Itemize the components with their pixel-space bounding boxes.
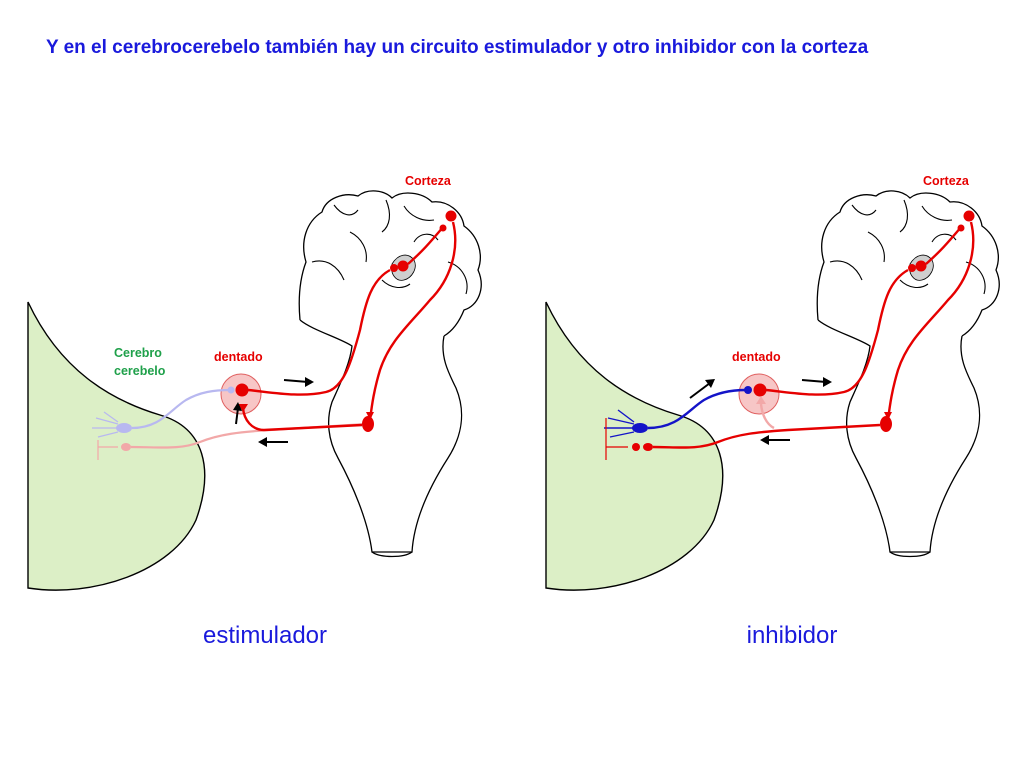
purkinje-neuron-faded [92, 386, 235, 438]
page-title: Y en el cerebrocerebelo también hay un c… [46, 37, 869, 58]
label-dentado: dentado [214, 350, 263, 364]
direction-arrows [233, 377, 314, 447]
caption-inhibidor: inhibidor [746, 622, 838, 649]
caption-estimulador: estimulador [202, 622, 328, 649]
cortical-input-pathway [238, 210, 457, 432]
label-cerebro: Cerebro [114, 346, 162, 360]
dentate-output-pathway [753, 224, 965, 397]
label-dentado: dentado [732, 350, 781, 364]
dentate-output-pathway [235, 224, 447, 397]
mossy-fiber [605, 418, 881, 460]
mossy-fiber-faded [97, 422, 367, 460]
label-corteza: Corteza [923, 174, 970, 188]
cortical-input-pathway [756, 210, 975, 432]
label-corteza: Corteza [405, 174, 452, 188]
direction-arrows [689, 377, 832, 445]
panel-estimulador: Corteza dentado Cerebro cerebelo [27, 174, 482, 591]
purkinje-neuron [604, 386, 752, 438]
label-cerebelo: cerebelo [114, 364, 166, 378]
panel-inhibidor: Corteza dentado [545, 174, 1000, 591]
